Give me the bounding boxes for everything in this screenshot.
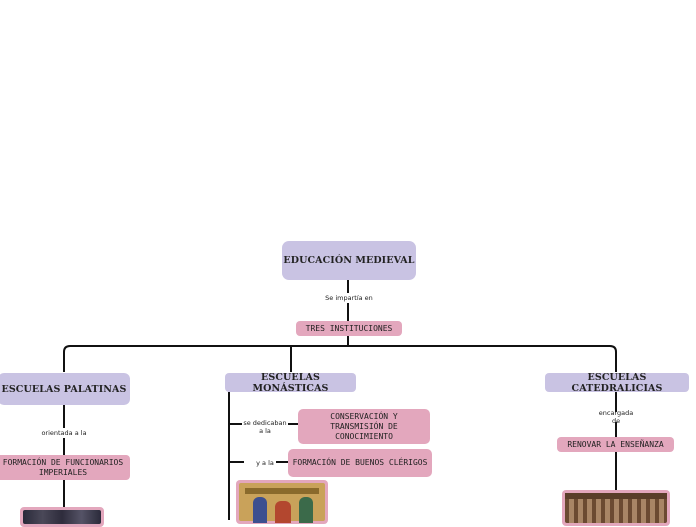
root-title: EDUCACIÓN MEDIEVAL (283, 255, 415, 266)
catedralicias-node[interactable]: ESCUELAS CATEDRALICIAS (545, 372, 689, 394)
monasticas-illustration (236, 480, 328, 524)
monasticas-connector-1-label: se dedicaban a la (242, 419, 288, 435)
monasticas-connector-2-label: y a la (254, 458, 276, 468)
monasticas-detail-2-node[interactable]: FORMACIÓN DE BUENOS CLÉRIGOS (288, 449, 432, 477)
root-node[interactable]: EDUCACIÓN MEDIEVAL (282, 241, 416, 280)
catedralicias-illustration (562, 490, 670, 526)
root-connector-label: Se impartía en (322, 293, 376, 303)
monasticas-node[interactable]: ESCUELAS MONÁSTICAS (225, 372, 356, 394)
palatinas-detail-node[interactable]: FORMACIÓN DE FUNCIONARIOS IMPERIALES (0, 455, 130, 480)
palatinas-illustration (20, 507, 104, 527)
institutions-node[interactable]: TRES INSTITUCIONES (296, 321, 402, 336)
palatinas-connector-label: orientada a la (38, 428, 90, 438)
catedralicias-connector-label: encargada de (594, 409, 638, 425)
catedralicias-detail-node[interactable]: RENOVAR LA ENSEÑANZA (557, 437, 674, 452)
monasticas-detail-1-node[interactable]: CONSERVACIÓN Y TRANSMISIÓN DE CONOCIMIEN… (298, 409, 430, 444)
palatinas-node[interactable]: ESCUELAS PALATINAS (0, 373, 130, 405)
